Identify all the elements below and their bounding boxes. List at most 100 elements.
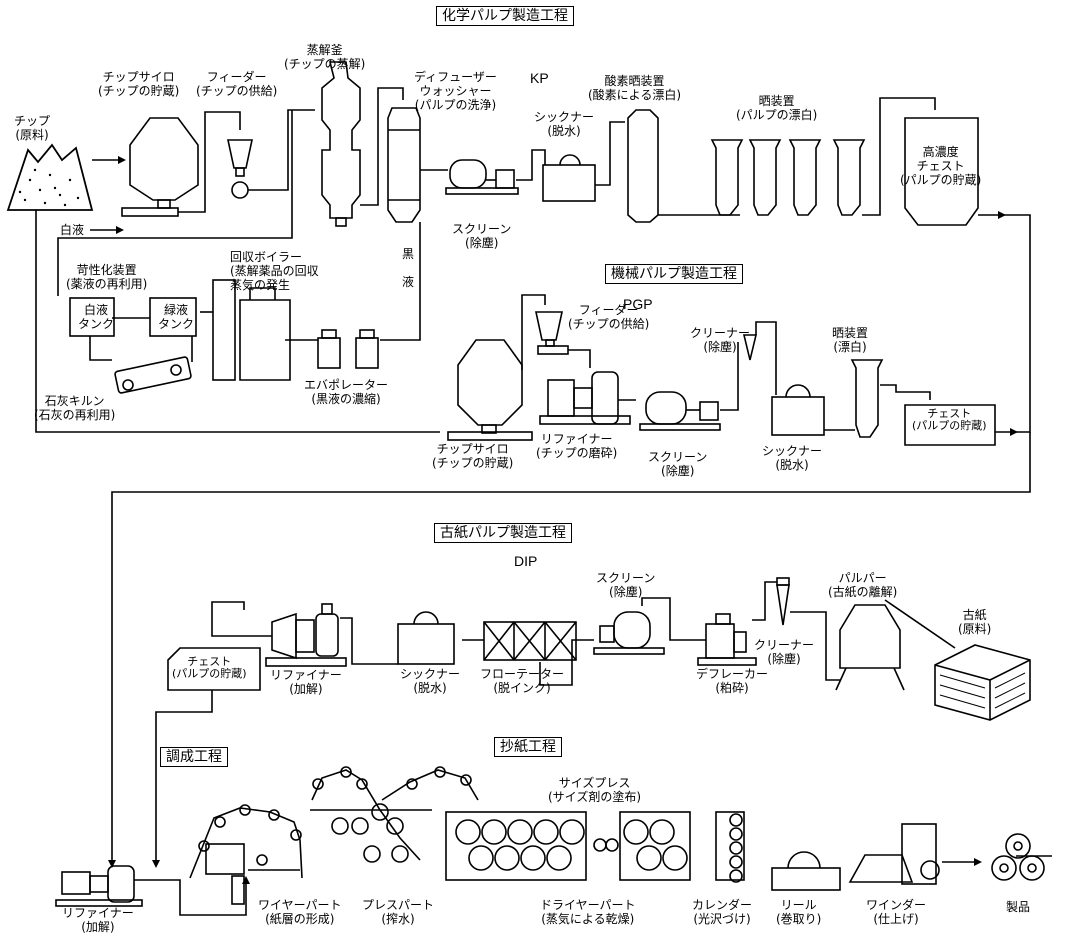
label-green-tank: 緑液タンク: [158, 303, 194, 331]
label-calender: カレンダー(光沢づけ): [692, 898, 752, 926]
chip-silo-kp: [122, 118, 198, 216]
evaporator: [318, 330, 378, 368]
deflaker: [698, 614, 756, 665]
reel: [772, 852, 840, 890]
bleacher-kp: [712, 140, 864, 215]
screen-dip: [594, 612, 664, 654]
label-bleacher-kp: 晒装置(パルプの漂白): [736, 94, 817, 122]
line-merge-right: [1000, 215, 1030, 432]
title-blending: 調成工程: [160, 747, 228, 767]
flow-white-kiln: [90, 336, 112, 360]
flow-thickener-to-o2: [595, 122, 625, 185]
label-black-liquor: 黒液: [402, 240, 414, 296]
label-product: 製品: [1006, 900, 1030, 914]
label-press-part: プレスパート(搾水): [362, 898, 434, 926]
label-chip-silo-kp: チップサイロ(チップの貯蔵): [98, 70, 179, 98]
oxygen-bleacher: [628, 110, 658, 222]
label-white-liquor: 白液: [60, 223, 84, 237]
label-refiner-pm: リファイナー(加解): [62, 906, 134, 934]
label-white-tank: 白液タンク: [78, 303, 114, 331]
flow-screen-to-thickener: [516, 150, 545, 180]
label-hd-chest: 高濃度チェスト(パルプの貯蔵): [900, 145, 981, 187]
screen-mp: [640, 392, 720, 430]
label-lime-kiln: 石灰キルン(石灰の再利用): [34, 394, 115, 422]
label-recovery-boiler: 回収ボイラー(蒸解薬品の回収蒸気の発生: [230, 250, 319, 292]
code-dip: DIP: [514, 553, 537, 569]
label-winder: ワインダー(仕上げ): [866, 898, 926, 926]
flow-feeder-to-refiner: [568, 350, 590, 368]
label-evaporator: エバポレーター(黒液の濃縮): [304, 378, 388, 406]
label-chest-dip: チェスト(パルプの貯蔵): [172, 656, 247, 680]
dryer-part: [382, 767, 690, 880]
flow-cleaner-to-deflaker: [752, 582, 777, 620]
cleaner-dip: [777, 578, 789, 625]
flow-silo-to-feeder-m: [522, 295, 545, 370]
flow-feeder-to-digester: [248, 110, 315, 190]
flow-refiner-to-wire: [134, 880, 246, 915]
flotator: [484, 622, 576, 660]
label-deflaker: デフレーカー(粕砕): [696, 667, 768, 695]
refiner-mp: [540, 372, 630, 424]
label-diffuser: ディフューザーウォッシャー(パルプの洗浄): [414, 70, 497, 112]
label-reel: リール(巻取り): [776, 898, 821, 926]
label-chest-mp: チェスト(パルプの貯蔵): [912, 408, 987, 432]
pulper: [836, 605, 904, 690]
calender: [716, 812, 744, 882]
label-screen-dip: スクリーン(除塵): [596, 571, 655, 599]
thickener-dip: [398, 612, 454, 664]
winder: [850, 824, 939, 884]
flow-silo-to-feeder: [178, 112, 240, 212]
diffuser-washer: [388, 108, 420, 222]
bleacher-mp: [852, 360, 882, 437]
thickener-mp: [772, 385, 824, 435]
label-feeder-mp: フィーダー(チップの供給): [568, 303, 649, 331]
flow-chest-d-to-paper: [156, 690, 212, 862]
title-mechanical-pulp: 機械パルプ製造工程: [605, 264, 743, 284]
product-rolls: [992, 834, 1052, 880]
label-refiner-mp: リファイナー(チップの磨砕): [536, 432, 617, 460]
label-bleacher-mp: 晒装置(漂白): [832, 326, 868, 354]
chip-pile: [8, 145, 92, 210]
label-screen-mp: スクリーン(除塵): [648, 450, 707, 478]
flow-refiner-to-chest-d: [212, 602, 272, 636]
flow-cleaner-to-thickener: [756, 322, 776, 395]
label-size-press: サイズプレス(サイズ剤の塗布): [548, 776, 641, 804]
label-chip-raw: チップ(原料): [14, 114, 50, 142]
label-cleaner-dip: クリーナー(除塵): [754, 638, 814, 666]
label-thickener-mp: シックナー(脱水): [762, 444, 822, 472]
label-cleaner-mp: クリーナー(除塵): [690, 326, 750, 354]
title-papermaking: 抄紙工程: [494, 737, 562, 757]
label-wastepaper: 古紙(原料): [958, 608, 991, 636]
label-dryer-part: ドライヤーパート(蒸気による乾燥): [540, 898, 636, 926]
thickener-kp: [543, 155, 595, 201]
flow-deflaker-to-screen: [642, 598, 706, 640]
flow-bleach-to-chest-m: [880, 385, 930, 400]
label-oxygen-bleach: 酸素晒装置(酸素による漂白): [588, 74, 681, 102]
label-pulper: パルパー(古紙の離解): [828, 571, 897, 599]
chip-silo-mp: [448, 340, 532, 440]
size-press-rolls: [594, 839, 618, 851]
lime-kiln: [115, 357, 192, 394]
refiner-dip: [266, 604, 346, 666]
label-causticizer: 苛性化装置(薬液の再利用): [66, 263, 147, 291]
label-screen-kp: スクリーン(除塵): [452, 222, 511, 250]
title-chemical-pulp: 化学パルプ製造工程: [436, 6, 574, 26]
refiner-pm: [56, 866, 142, 906]
recovery-boiler: [213, 280, 290, 380]
feeder-mp: [536, 312, 568, 354]
flow-thickener-to-refiner: [340, 618, 398, 664]
code-kp: KP: [530, 70, 549, 86]
digester: [322, 62, 360, 226]
label-wire-part: ワイヤーパート(紙層の形成): [258, 898, 342, 926]
label-digester: 蒸解釜(チップの蒸解): [284, 43, 365, 71]
screen-kp: [446, 160, 518, 194]
label-flotator: フローテーター(脱インク): [480, 667, 564, 695]
label-refiner-dip: リファイナー(加解): [270, 668, 342, 696]
flow-digester-to-diffuser: [360, 88, 403, 205]
wastepaper-bale: [935, 645, 1030, 720]
label-chip-silo-mp: チップサイロ(チップの貯蔵): [432, 442, 513, 470]
label-thickener-dip: シックナー(脱水): [400, 667, 460, 695]
label-feeder-kp: フィーダー(チップの供給): [196, 70, 277, 98]
title-recycled-pulp: 古紙パルプ製造工程: [434, 523, 572, 543]
